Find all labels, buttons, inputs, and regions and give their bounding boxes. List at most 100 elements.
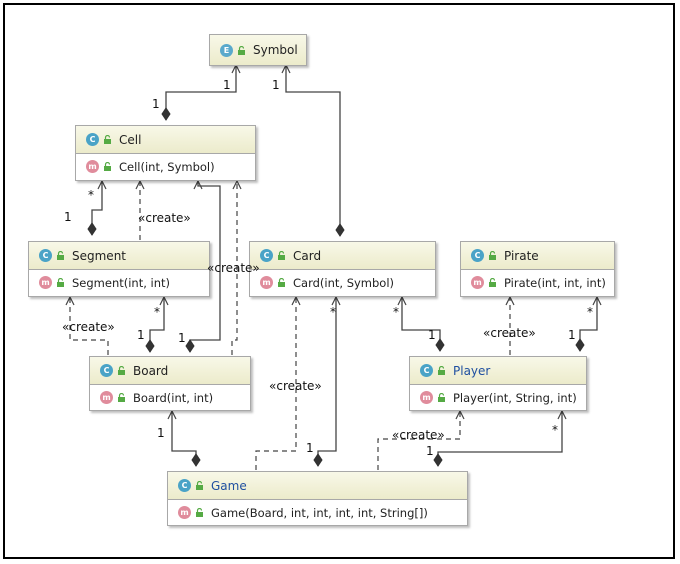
class-pirate[interactable]: C Pirate m Pirate(int, int, int) xyxy=(460,241,615,297)
multiplicity-label: * xyxy=(154,305,160,319)
edge-segment-cell xyxy=(92,181,102,235)
method-signature: Game(Board, int, int, int, int, String[]… xyxy=(211,505,428,520)
method-icon: m xyxy=(420,391,433,404)
class-card-header: C Card xyxy=(250,242,435,270)
class-board[interactable]: C Board m Board(int, int) xyxy=(89,356,251,411)
public-visibility-icon xyxy=(57,251,64,260)
method-signature: Board(int, int) xyxy=(133,390,214,405)
class-game-method: m Game(Board, int, int, int, int, String… xyxy=(168,500,467,525)
multiplicity-label: 1 xyxy=(157,426,165,440)
multiplicity-label: * xyxy=(552,423,558,437)
class-pirate-header: C Pirate xyxy=(461,242,614,270)
multiplicity-label: 1 xyxy=(568,328,576,342)
create-stereotype-label: «create» xyxy=(62,320,115,334)
method-signature: Cell(int, Symbol) xyxy=(119,159,215,174)
public-visibility-icon xyxy=(489,251,496,260)
class-name: Game xyxy=(211,478,247,493)
edge-game-board xyxy=(172,411,196,466)
class-icon: C xyxy=(100,364,113,377)
class-card[interactable]: C Card m Card(int, Symbol) xyxy=(249,241,436,297)
class-game[interactable]: C Game m Game(Board, int, int, int, int,… xyxy=(167,471,468,526)
public-visibility-icon xyxy=(278,251,285,260)
public-visibility-icon xyxy=(238,45,245,55)
class-name: Segment xyxy=(72,248,126,263)
class-segment-method: m Segment(int, int) xyxy=(29,270,209,295)
create-stereotype-label: «create» xyxy=(269,379,322,393)
public-visibility-icon xyxy=(118,366,125,375)
public-visibility-icon xyxy=(104,135,111,144)
class-symbol-header: E Symbol xyxy=(210,35,306,65)
multiplicity-label: 1 xyxy=(64,210,72,224)
class-player[interactable]: C Player m Player(int, String, int) xyxy=(409,356,587,411)
method-icon: m xyxy=(178,506,191,519)
class-name: Cell xyxy=(119,132,142,147)
class-icon: C xyxy=(39,249,52,262)
public-visibility-icon xyxy=(196,508,203,517)
create-stereotype-label: «create» xyxy=(483,326,536,340)
edge-game-player xyxy=(438,411,562,466)
edge-game-card xyxy=(318,297,336,466)
method-icon: m xyxy=(100,391,113,404)
public-visibility-icon xyxy=(438,393,445,402)
method-icon: m xyxy=(39,276,52,289)
create-stereotype-label: «create» xyxy=(392,428,445,442)
method-signature: Player(int, String, int) xyxy=(453,390,577,405)
class-board-header: C Board xyxy=(90,357,250,385)
enum-icon: E xyxy=(220,43,233,57)
class-player-method: m Player(int, String, int) xyxy=(410,385,586,410)
class-icon: C xyxy=(86,133,99,146)
multiplicity-label: 1 xyxy=(152,97,160,111)
class-icon: C xyxy=(420,364,433,377)
class-cell[interactable]: C Cell m Cell(int, Symbol) xyxy=(75,125,256,181)
multiplicity-label: 1 xyxy=(426,444,434,458)
edge-cell-symbol xyxy=(166,65,236,120)
edge-player-pirate xyxy=(580,297,597,351)
class-name: Pirate xyxy=(504,248,539,263)
class-game-header: C Game xyxy=(168,472,467,500)
public-visibility-icon xyxy=(489,278,496,287)
multiplicity-label: 1 xyxy=(272,78,280,92)
class-name: Symbol xyxy=(253,43,298,57)
class-board-method: m Board(int, int) xyxy=(90,385,250,410)
class-icon: C xyxy=(260,249,273,262)
multiplicity-label: * xyxy=(393,305,399,319)
multiplicity-label: * xyxy=(587,305,593,319)
class-icon: C xyxy=(471,249,484,262)
method-icon: m xyxy=(260,276,273,289)
public-visibility-icon xyxy=(118,393,125,402)
multiplicity-label: 1 xyxy=(428,328,436,342)
edge-board-cell-create xyxy=(231,181,237,355)
multiplicity-label: * xyxy=(330,305,336,319)
class-name: Player xyxy=(453,363,491,378)
method-signature: Segment(int, int) xyxy=(72,275,171,290)
multiplicity-label: 1 xyxy=(306,441,314,455)
class-segment-header: C Segment xyxy=(29,242,209,270)
edge-board-segment-create xyxy=(70,297,109,355)
method-signature: Card(int, Symbol) xyxy=(293,275,395,290)
class-cell-header: C Cell xyxy=(76,126,255,154)
multiplicity-label: 1 xyxy=(137,328,145,342)
class-card-method: m Card(int, Symbol) xyxy=(250,270,435,295)
class-symbol[interactable]: E Symbol xyxy=(209,34,307,66)
edge-board-cell xyxy=(190,181,221,352)
class-name: Card xyxy=(293,248,322,263)
edge-player-card xyxy=(402,297,440,351)
class-pirate-method: m Pirate(int, int, int) xyxy=(461,270,614,295)
class-segment[interactable]: C Segment m Segment(int, int) xyxy=(28,241,210,297)
class-cell-method: m Cell(int, Symbol) xyxy=(76,154,255,179)
public-visibility-icon xyxy=(196,481,203,490)
class-name: Board xyxy=(133,363,169,378)
class-player-header: C Player xyxy=(410,357,586,385)
class-icon: C xyxy=(178,479,191,492)
public-visibility-icon xyxy=(278,278,285,287)
multiplicity-label: 1 xyxy=(178,331,186,345)
edge-card-symbol xyxy=(286,65,340,236)
edge-board-segment xyxy=(150,297,164,352)
method-signature: Pirate(int, int, int) xyxy=(504,275,606,290)
method-icon: m xyxy=(471,276,484,289)
public-visibility-icon xyxy=(104,162,111,171)
edge-game-card-create xyxy=(255,297,296,470)
multiplicity-label: * xyxy=(88,188,94,202)
multiplicity-label: 1 xyxy=(223,78,231,92)
